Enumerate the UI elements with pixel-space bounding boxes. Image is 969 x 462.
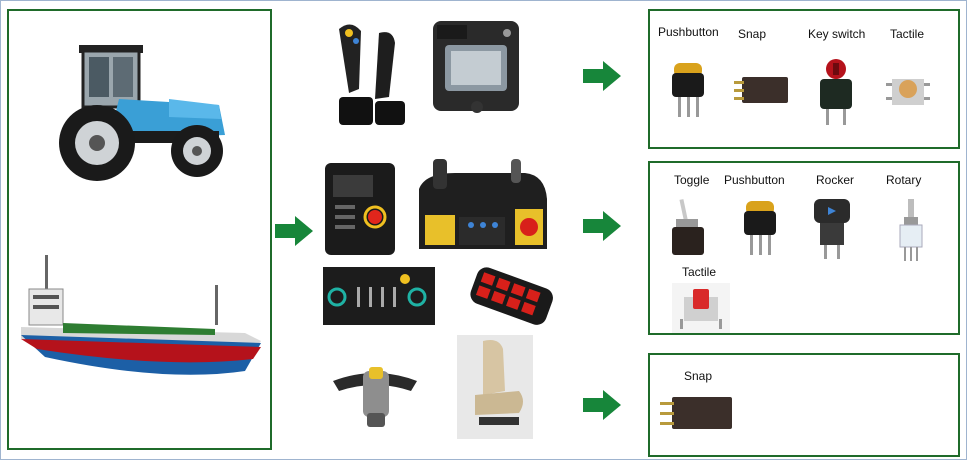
tractor-image xyxy=(59,45,225,181)
label-pushbutton: Pushbutton xyxy=(658,25,719,39)
tactile-switch-image xyxy=(886,79,930,105)
snap-switch-image xyxy=(734,77,788,103)
cargo-ship-image xyxy=(21,255,261,375)
label-pushbutton-2: Pushbutton xyxy=(724,173,785,187)
applications-box xyxy=(7,9,272,450)
switch-panel-image xyxy=(323,267,435,325)
control-box-image xyxy=(325,163,395,255)
snap-switch-image-2 xyxy=(660,397,732,429)
label-rotary: Rotary xyxy=(886,173,922,187)
switch-box-row1: Pushbutton Snap Key switch Tactile xyxy=(648,9,960,149)
ergonomic-control-panel-image xyxy=(419,159,547,249)
label-toggle: Toggle xyxy=(674,173,710,187)
arrow-row3 xyxy=(583,390,621,420)
label-snap-2: Snap xyxy=(684,369,713,383)
rotary-switch-image xyxy=(899,199,923,261)
arrow-row2 xyxy=(583,211,621,241)
switch-box-row2: Toggle Pushbutton Rocker Rotary Tactile xyxy=(648,161,960,335)
tactile-switch-image-2 xyxy=(672,283,730,333)
joystick-controls-image xyxy=(339,24,405,125)
label-key-switch: Key switch xyxy=(808,27,866,41)
label-tactile: Tactile xyxy=(890,27,925,41)
label-tactile-2: Tactile xyxy=(682,265,717,279)
arrow-to-applications xyxy=(275,216,313,246)
toggle-switch-image xyxy=(672,199,704,255)
pushbutton-switch-image-2 xyxy=(744,201,776,255)
armrest-control-panel-image xyxy=(433,21,519,113)
arrow-row1 xyxy=(583,61,621,91)
car-seat-image xyxy=(457,335,533,439)
key-switch-image xyxy=(820,59,852,125)
handlebar-controller-image xyxy=(333,367,417,427)
rocker-switch-image xyxy=(814,199,850,259)
label-rocker: Rocker xyxy=(816,173,855,187)
pushbutton-switch-image xyxy=(672,63,704,117)
label-snap: Snap xyxy=(738,27,767,41)
radio-remote-control-image xyxy=(470,267,553,325)
switch-box-row3: Snap xyxy=(648,353,960,457)
